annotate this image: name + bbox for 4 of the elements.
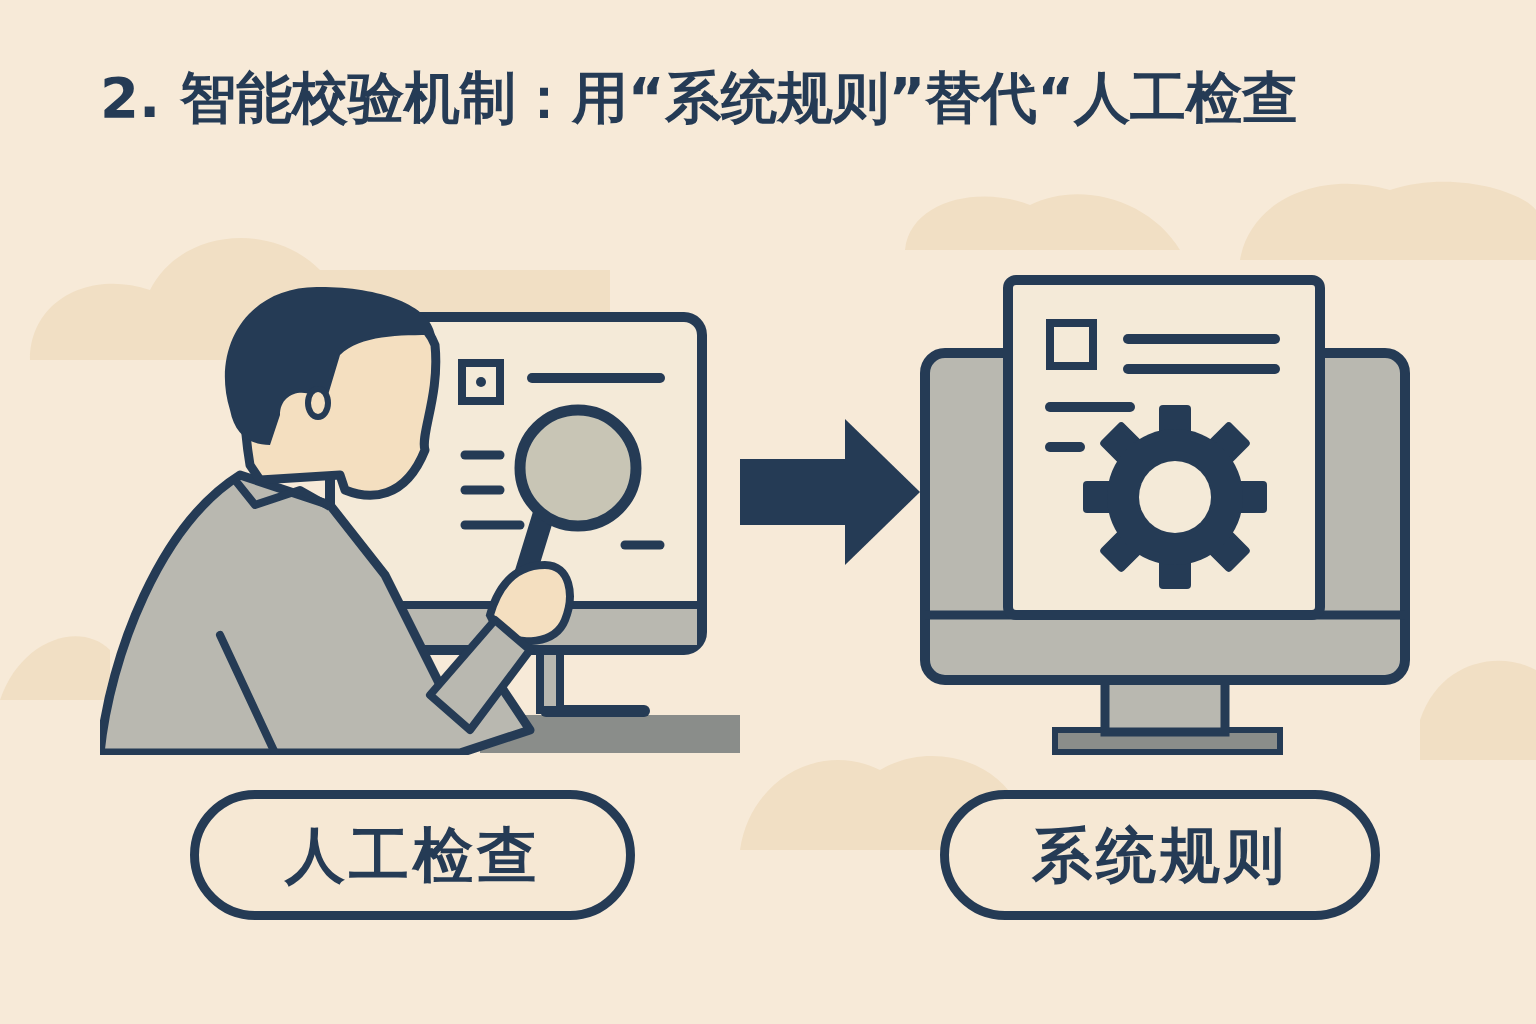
label-pill: 系统规则 (940, 790, 1380, 920)
title: 2. 智能校验机制：用“系统规则”替代“人工检查 (100, 64, 1300, 132)
label-pill: 人工检查 (190, 790, 635, 920)
arrow (740, 419, 920, 565)
